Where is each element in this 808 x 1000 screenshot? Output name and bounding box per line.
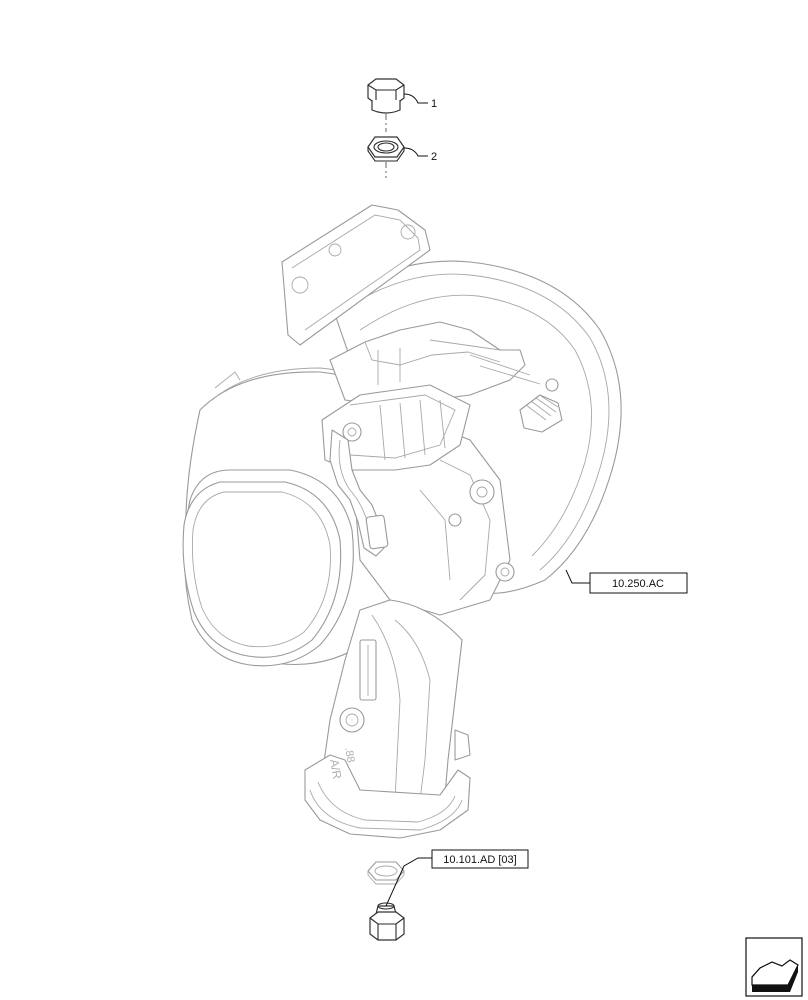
leader-line-item-2 [403,147,428,157]
svg-text:A/R: A/R [327,758,344,780]
reference-box-bottom[interactable] [431,849,529,869]
next-page-arrow-icon[interactable] [745,937,803,997]
hex-plug-part[interactable] [367,78,405,114]
leader-line-bottom [385,857,432,907]
turbocharger-assembly[interactable]: A/R .88 [182,204,622,839]
callout-item-1: 1 [431,98,437,110]
sealing-washer-part[interactable] [367,136,405,162]
bottom-fitting-part[interactable] [369,902,405,941]
reference-box-turbo[interactable] [589,572,688,594]
leader-line-item-1 [403,93,428,104]
reference-label-bottom: 10.101.AD [03] [443,854,516,866]
leader-line-turbo [565,569,590,584]
callout-item-2: 2 [431,151,437,163]
reference-label-turbo: 10.250.AC [612,578,664,590]
bottom-washer-part[interactable] [367,861,405,885]
svg-text:.88: .88 [342,746,356,763]
